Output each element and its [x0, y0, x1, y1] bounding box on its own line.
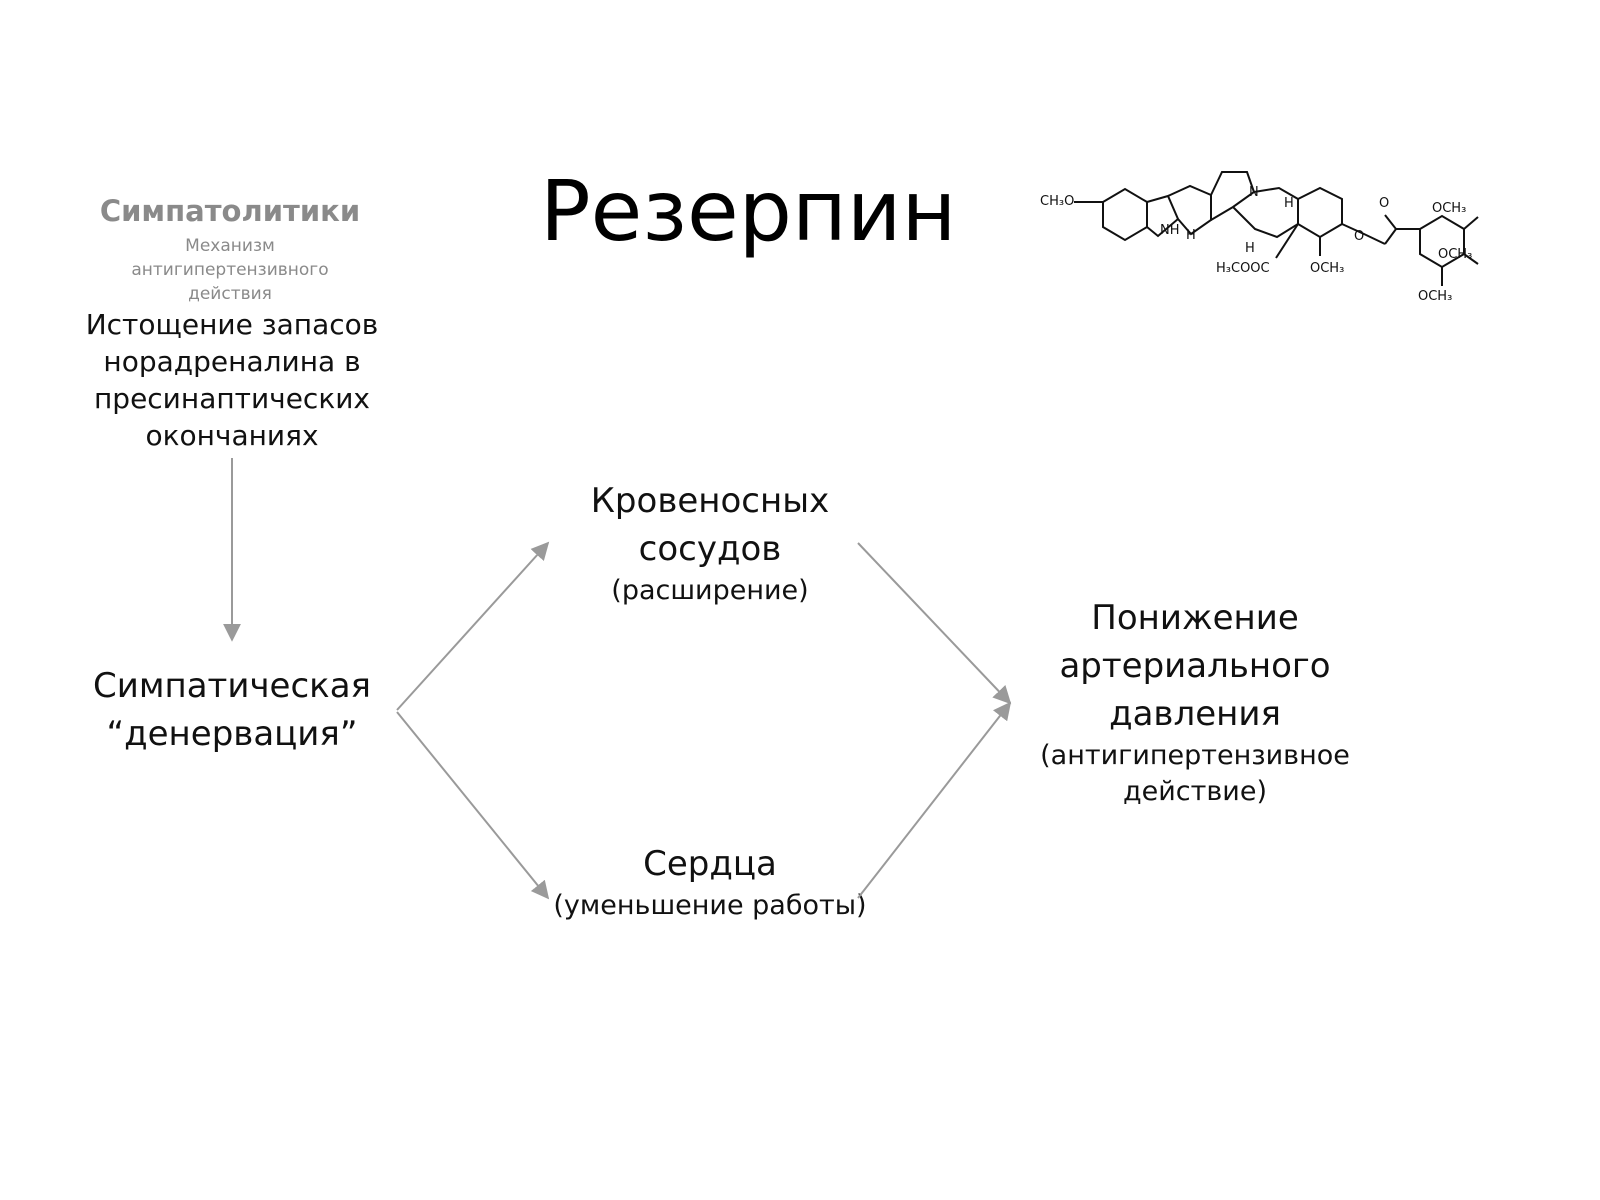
- molecule-label-n: N: [1249, 185, 1259, 200]
- node-pressure-note: (антигипертензивное действие): [1040, 740, 1350, 807]
- molecule-label-ester: H₃COOC: [1216, 261, 1270, 276]
- mechanism-subtitle: Механизм антигипертензивного действия: [131, 236, 329, 304]
- molecule-label-ring-o: O: [1354, 229, 1364, 244]
- molecule-label-och3-c: OCH₃: [1418, 289, 1452, 304]
- page-title: Резерпин: [540, 162, 957, 260]
- node-heart-note: (уменьшение работы): [553, 890, 867, 921]
- node-heart-label: Сердца: [643, 844, 777, 884]
- reserpine-structure-diagram: CH₃O NH H N H H H₃COOC OCH₃ O O OCH₃ OCH…: [1040, 171, 1479, 304]
- node-heart: Сердца (уменьшение работы): [540, 840, 880, 924]
- arrow-denervation-to-heart: [396, 711, 550, 900]
- molecule-label-h2: H: [1284, 196, 1294, 211]
- arrow-heart-to-pressure: [857, 701, 1012, 899]
- node-vessels-label: Кровеносных сосудов: [590, 481, 830, 569]
- molecule-label-carbonyl-o: O: [1379, 196, 1389, 211]
- arrow-denervation-to-vessels: [396, 541, 550, 711]
- node-pressure-label: Понижение артериального давления: [1059, 598, 1331, 734]
- category-title: Симпатолитики: [99, 194, 361, 228]
- arrow-vessels-to-pressure: [857, 542, 1012, 705]
- molecule-label-h3: H: [1245, 241, 1255, 256]
- node-pressure: Понижение артериального давления (антиги…: [1010, 594, 1380, 810]
- node-denervation: Симпатическая “денервация”: [93, 666, 371, 754]
- mechanism-text: Истощение запасов норадреналина в пресин…: [85, 308, 379, 452]
- molecule-label-och3-bottom: OCH₃: [1310, 261, 1344, 276]
- node-vessels-note: (расширение): [611, 575, 809, 606]
- molecule-label-methoxy-left: CH₃O: [1040, 194, 1074, 209]
- molecule-label-h1: H: [1186, 228, 1196, 243]
- molecule-label-nh: NH: [1160, 223, 1180, 238]
- molecule-label-och3-a: OCH₃: [1432, 201, 1466, 216]
- molecule-label-och3-b: OCH₃: [1438, 247, 1472, 262]
- node-vessels: Кровеносных сосудов (расширение): [540, 477, 880, 609]
